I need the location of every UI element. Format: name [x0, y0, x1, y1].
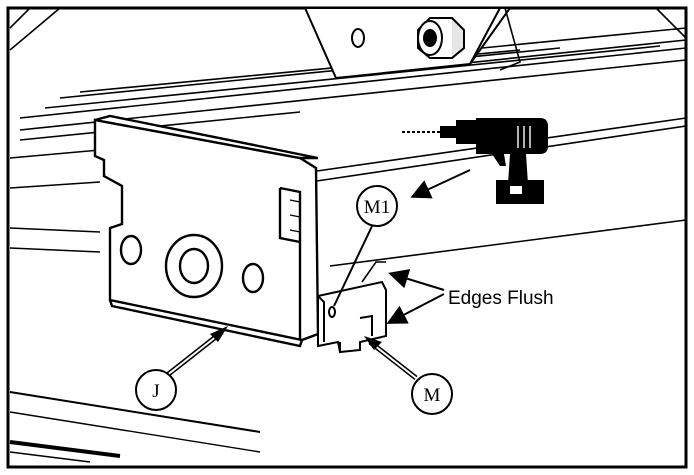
callout-arrows — [164, 326, 418, 380]
callout-m-circle — [411, 373, 453, 415]
callout-j-circle — [135, 369, 177, 411]
callout-m1: M1 — [356, 185, 398, 227]
leader-lines — [333, 169, 471, 324]
callout-m1-label: M1 — [364, 197, 390, 218]
power-drill-icon — [402, 118, 548, 204]
callout-m: M — [411, 373, 453, 415]
hex-bolt — [417, 17, 465, 59]
callout-j-label: J — [152, 381, 159, 402]
callout-m-label: M — [424, 385, 441, 406]
callout-m1-circle — [356, 185, 398, 227]
edges-flush-note: Edges Flush — [448, 288, 554, 309]
clip-m — [317, 261, 387, 354]
bottom-rails — [9, 391, 261, 463]
bracket-j — [93, 114, 320, 348]
callout-j: J — [135, 369, 177, 411]
